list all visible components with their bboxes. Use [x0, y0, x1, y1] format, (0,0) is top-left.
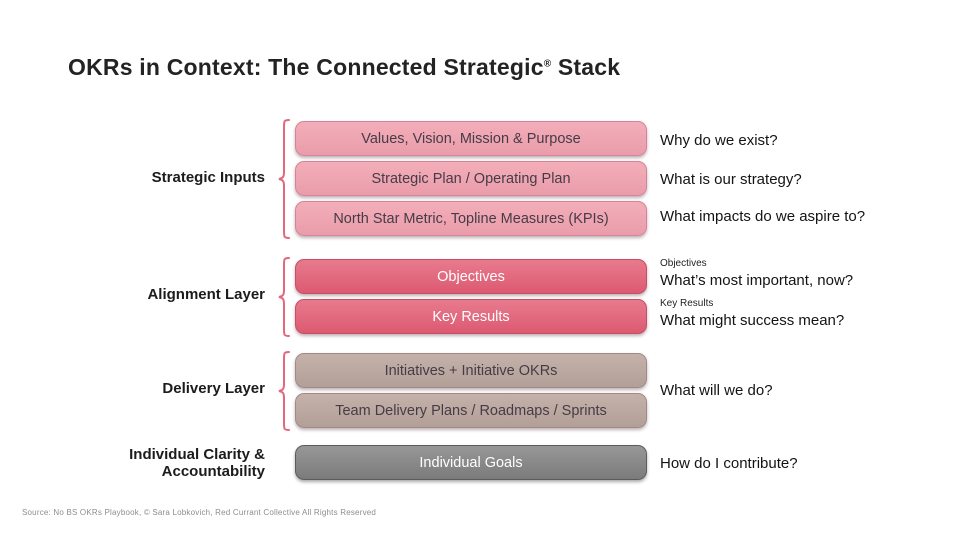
- question-our-strategy: What is our strategy?: [660, 171, 802, 188]
- question-tag-key-results: Key Results: [660, 298, 714, 309]
- stack-box-key-results: Key Results: [295, 299, 647, 334]
- curly-brace-icon: [278, 119, 290, 239]
- stack-box-north-star-metric: North Star Metric, Topline Measures (KPI…: [295, 201, 647, 236]
- question-what-will-we-do: What will we do?: [660, 382, 773, 399]
- group-label-strategic-inputs: Strategic Inputs: [151, 169, 265, 186]
- question-tag-objectives: Objectives: [660, 258, 707, 269]
- stack-box-objectives: Objectives: [295, 259, 647, 294]
- question-why-exist: Why do we exist?: [660, 132, 778, 149]
- title-text-suffix: Stack: [551, 54, 621, 80]
- group-label-individual-clarity-line1: Individual Clarity &: [129, 446, 265, 463]
- group-label-individual-clarity: Individual Clarity & Accountability: [0, 446, 265, 480]
- stack-box-individual-goals: Individual Goals: [295, 445, 647, 480]
- registered-trademark-mark: ®: [543, 58, 552, 70]
- stack-box-strategic-plan: Strategic Plan / Operating Plan: [295, 161, 647, 196]
- curly-brace-icon: [278, 257, 290, 337]
- group-label-individual-clarity-line2: Accountability: [161, 463, 265, 480]
- curly-brace-icon: [278, 351, 290, 431]
- question-impacts-aspire: What impacts do we aspire to?: [660, 208, 866, 225]
- stack-box-initiatives: Initiatives + Initiative OKRs: [295, 353, 647, 388]
- question-success-mean: What might success mean?: [660, 312, 845, 329]
- question-how-contribute: How do I contribute?: [660, 455, 798, 472]
- stack-box-team-delivery-plans: Team Delivery Plans / Roadmaps / Sprints: [295, 393, 647, 428]
- title-text: OKRs in Context: The Connected Strategic: [68, 54, 544, 80]
- question-most-important: What’s most important, now?: [660, 272, 854, 289]
- page-title: OKRs in Context: The Connected Strategic…: [68, 54, 620, 81]
- source-attribution: Source: No BS OKRs Playbook, © Sara Lobk…: [22, 508, 377, 517]
- group-label-alignment-layer: Alignment Layer: [147, 286, 265, 303]
- group-label-delivery-layer: Delivery Layer: [162, 380, 265, 397]
- stack-box-values-vision-mission: Values, Vision, Mission & Purpose: [295, 121, 647, 156]
